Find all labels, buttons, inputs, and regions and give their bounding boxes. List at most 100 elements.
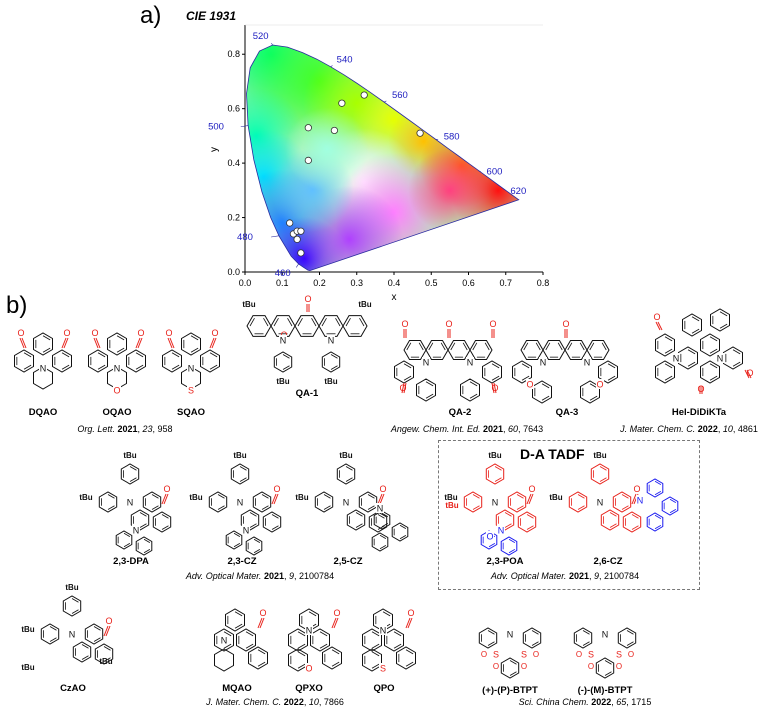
tbu-label: tBu xyxy=(324,377,337,386)
da-tadf-box xyxy=(438,440,700,590)
tbu-label: tBu xyxy=(189,493,202,502)
oxygen-label: O xyxy=(445,319,452,329)
carbonyl-bond xyxy=(209,337,215,349)
compound-name: QA-3 xyxy=(555,407,579,418)
oxygen-label: O xyxy=(163,484,170,494)
atom-bg xyxy=(236,497,244,507)
double-bond xyxy=(487,641,495,646)
double-bond xyxy=(321,318,327,327)
double-bond xyxy=(488,543,496,548)
double-bond xyxy=(609,523,617,528)
ring xyxy=(115,530,133,550)
ring xyxy=(362,648,382,672)
atom-bg xyxy=(379,625,387,635)
carbonyl-bond xyxy=(333,617,339,629)
oxygen-label: O xyxy=(211,328,218,338)
carbonyl-bond xyxy=(103,625,109,637)
compound-name: 2,3-DPA xyxy=(113,556,149,567)
ring xyxy=(62,595,82,617)
ring xyxy=(14,349,34,373)
x-tick-label: 0.1 xyxy=(276,278,289,288)
double-bond xyxy=(139,512,147,517)
double-bond xyxy=(107,494,115,499)
molecule: OONNtButButButBu xyxy=(242,294,371,386)
atom-label: S xyxy=(588,650,594,660)
double-bond xyxy=(93,626,101,631)
atom-label: S xyxy=(616,650,622,660)
atom-bg xyxy=(113,385,121,395)
ring xyxy=(617,627,637,649)
atom-label: O xyxy=(113,386,120,396)
ring xyxy=(346,509,366,531)
carbonyl-bond xyxy=(528,493,534,505)
compound-name: (-)-(M)-BTPT xyxy=(577,685,633,696)
atom-label: O xyxy=(305,664,312,674)
double-bond xyxy=(249,523,257,528)
double-bond xyxy=(217,494,225,499)
double-bond xyxy=(607,375,616,381)
ring xyxy=(294,315,320,337)
compound-name: OQAO xyxy=(102,407,132,418)
ring xyxy=(655,360,675,384)
double-bond xyxy=(589,395,598,401)
double-bond xyxy=(631,514,639,519)
compound-name: SQAO xyxy=(177,407,205,418)
double-bond xyxy=(151,505,159,510)
double-bond xyxy=(107,505,115,510)
ring xyxy=(314,491,334,513)
atom-bg xyxy=(379,663,387,673)
double-bond xyxy=(103,657,111,662)
x-tick-label: 0.6 xyxy=(462,278,475,288)
double-bond xyxy=(116,335,125,341)
atom-bg xyxy=(526,379,534,389)
double-bond xyxy=(377,514,385,519)
wavelength-label: 600 xyxy=(487,167,503,178)
tbu-label: tBu xyxy=(21,663,34,672)
compound-name: 2,3-POA xyxy=(486,556,524,567)
double-bond xyxy=(143,549,151,554)
carbonyl-bond xyxy=(169,337,175,349)
double-bond xyxy=(161,514,169,519)
tbu-label: tBu xyxy=(21,625,34,634)
double-bond xyxy=(297,631,306,637)
tbu-label: tBu xyxy=(99,657,112,666)
panel-a-label: a) xyxy=(140,2,162,29)
ring xyxy=(98,491,118,513)
double-bond xyxy=(223,631,232,637)
double-bond xyxy=(223,643,232,649)
compound-name: 2,3-CZ xyxy=(227,556,257,567)
double-bond xyxy=(129,466,137,471)
carbonyl-bond xyxy=(491,382,495,394)
carbonyl-bond xyxy=(493,382,497,394)
oxygen-label: O xyxy=(521,662,527,671)
carbonyl-bond xyxy=(657,321,663,331)
wavelength-label: 620 xyxy=(510,186,526,197)
carbonyl-bond xyxy=(105,625,111,637)
atom-label: N xyxy=(540,358,547,368)
reference-citation: Sci. China Chem. 2022, 65, 1715 xyxy=(518,697,652,707)
data-point xyxy=(293,235,301,243)
double-bond xyxy=(49,637,57,642)
double-bond xyxy=(487,630,495,635)
double-bond xyxy=(541,383,550,389)
reference-citation: J. Mater. Chem. C. 2022, 10, 7866 xyxy=(206,697,344,707)
data-point xyxy=(416,129,424,137)
atom-label: S xyxy=(188,386,194,396)
ring xyxy=(480,530,498,550)
ring xyxy=(682,313,702,337)
double-bond xyxy=(234,623,243,629)
oxygen-label: O xyxy=(588,662,594,671)
double-bond xyxy=(308,611,317,617)
atom-bg xyxy=(187,385,195,395)
atom-bg xyxy=(305,625,313,635)
wavelength-label: 520 xyxy=(253,31,269,42)
oxygen-label: O xyxy=(304,294,311,304)
ring xyxy=(485,463,505,485)
double-bond xyxy=(399,524,407,529)
atom-bg xyxy=(587,649,595,659)
tbu-label: tBu xyxy=(488,451,501,460)
double-bond xyxy=(631,525,639,530)
